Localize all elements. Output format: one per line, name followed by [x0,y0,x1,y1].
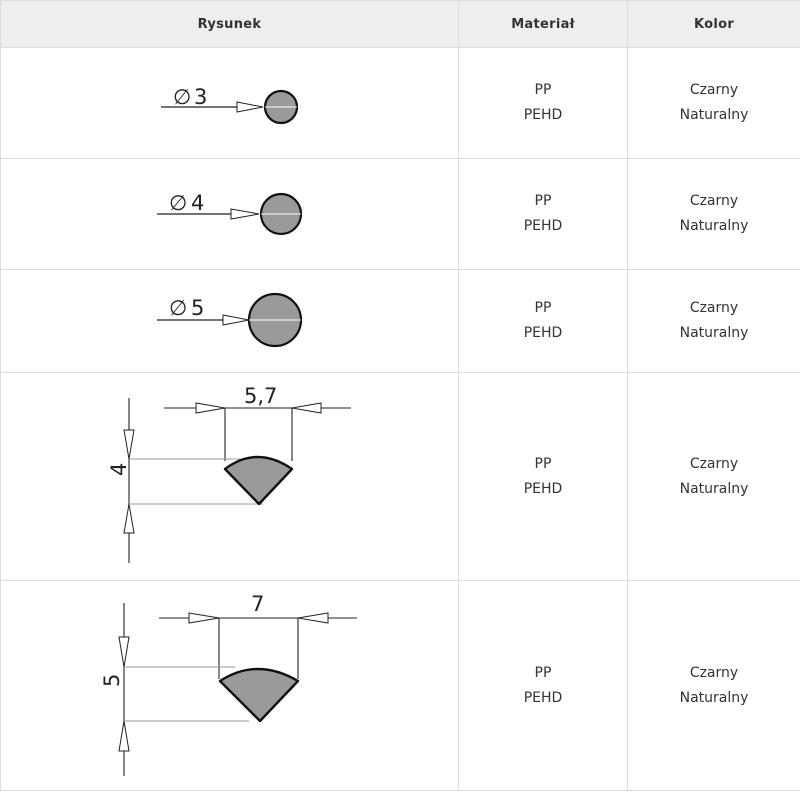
color-cell: Czarny Naturalny [627,158,800,270]
table-row: ∅ 5 PP PEHD Czarny Naturalny [0,269,800,373]
svg-text:∅: ∅ [169,296,187,320]
color-value: Czarny [689,300,739,316]
width-label: 5,7 [244,384,277,408]
round-profile-drawing: ∅ 4 [157,191,303,236]
svg-text:∅: ∅ [169,191,187,215]
table-row: ∅ 3 PP PEHD Czarny Naturalny [0,47,800,159]
material-value: PP [534,664,552,681]
diameter-label: 3 [194,85,207,109]
color-value: Czarny [689,664,739,681]
material-value: PEHD [523,218,563,234]
table-row: 5,7 4 PP PEHD Czarny Naturalny [0,372,800,581]
material-cell: PP PEHD [458,47,628,159]
svg-text:∅: ∅ [173,85,191,109]
material-cell: PP PEHD [458,580,628,791]
header-material: Materiał [458,0,628,48]
material-value: PEHD [523,689,563,706]
material-cell: PP PEHD [458,158,628,270]
color-cell: Czarny Naturalny [627,372,800,581]
table-row: 7 5 PP PEHD Czarny Naturalny [0,580,800,791]
color-cell: Czarny Naturalny [627,47,800,159]
material-value: PP [534,300,552,316]
color-cell: Czarny Naturalny [627,269,800,373]
color-value: Naturalny [679,325,749,341]
quarter-round-profile-drawing: 7 5 [100,592,357,776]
color-value: Naturalny [679,689,749,706]
material-value: PP [534,193,552,209]
table-row: ∅ 4 PP PEHD Czarny Naturalny [0,158,800,270]
color-value: Czarny [689,82,739,98]
header-row: Rysunek Materiał Kolor [0,0,800,48]
diameter-label: 4 [191,191,204,215]
drawing-cell: ∅ 3 [0,47,459,159]
height-label: 4 [107,463,131,476]
drawing-cell: 7 5 [0,580,459,791]
material-value: PEHD [523,107,563,123]
header-drawing: Rysunek [0,0,459,48]
color-value: Naturalny [679,218,749,234]
material-value: PP [534,82,552,98]
color-cell: Czarny Naturalny [627,580,800,791]
color-value: Naturalny [679,107,749,123]
round-profile-drawing: ∅ 3 [161,85,299,125]
color-value: Czarny [689,455,739,472]
material-value: PEHD [523,325,563,341]
diameter-label: 5 [191,296,204,320]
height-label: 5 [100,674,124,687]
material-cell: PP PEHD [458,269,628,373]
material-cell: PP PEHD [458,372,628,581]
drawing-cell: 5,7 4 [0,372,459,581]
color-value: Naturalny [679,480,749,497]
drawing-cell: ∅ 4 [0,158,459,270]
width-label: 7 [251,592,264,616]
header-color: Kolor [627,0,800,48]
round-profile-drawing: ∅ 5 [157,292,303,348]
drawing-cell: ∅ 5 [0,269,459,373]
material-value: PP [534,455,552,472]
material-value: PEHD [523,480,563,497]
quarter-round-profile-drawing: 5,7 4 [107,384,351,563]
color-value: Czarny [689,193,739,209]
